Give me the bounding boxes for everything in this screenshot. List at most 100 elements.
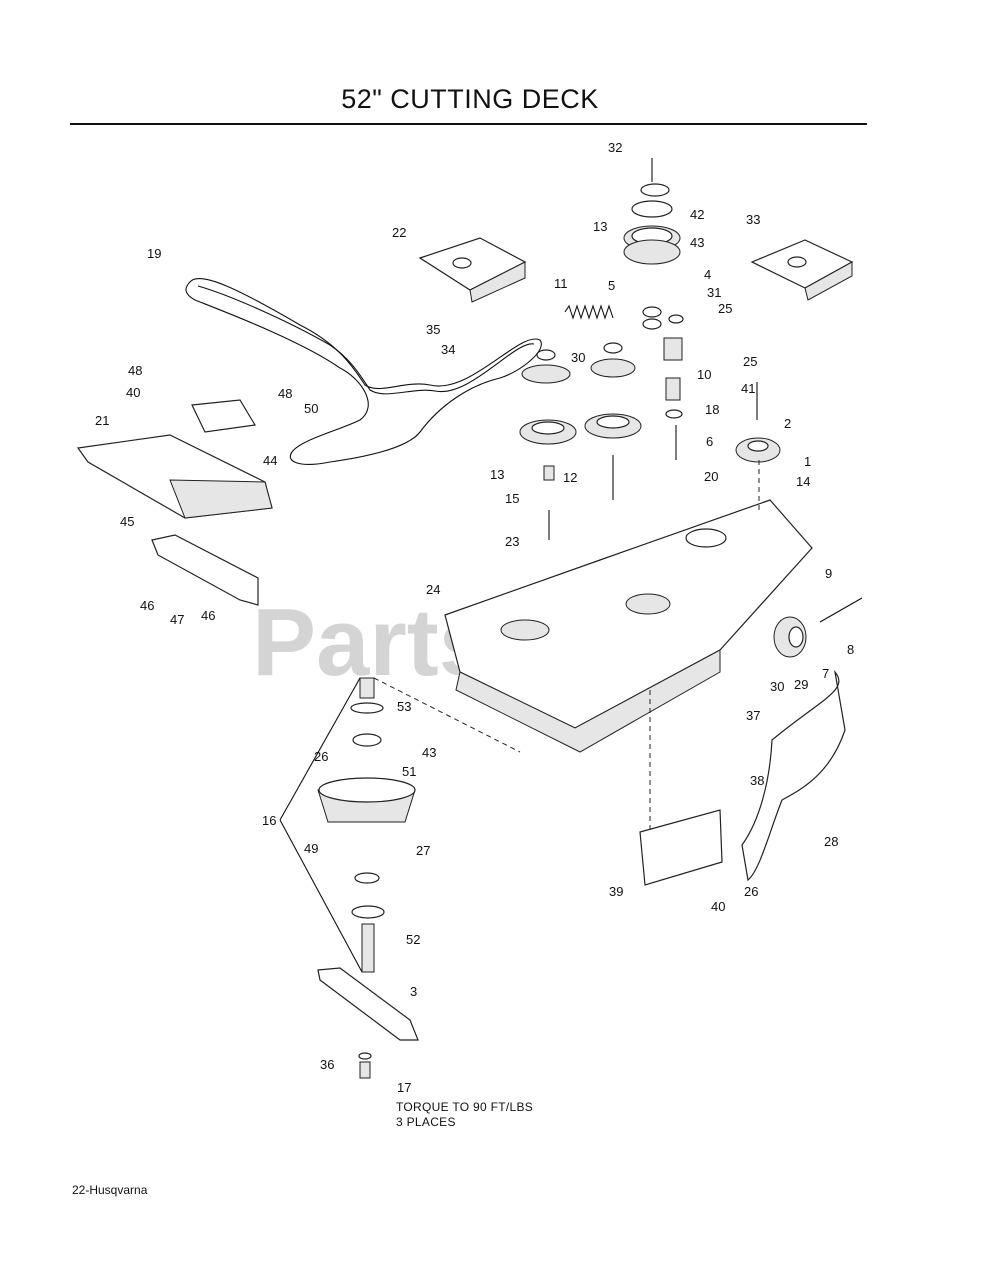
- callout-label: 19: [147, 246, 161, 261]
- callout-label: 17: [397, 1080, 411, 1095]
- bearing-lower: [354, 872, 380, 884]
- washer-52: [351, 905, 385, 919]
- callout-label: 35: [426, 322, 440, 337]
- page-footer: 22-Husqvarna: [72, 1183, 148, 1197]
- callout-label: 12: [563, 470, 577, 485]
- belt: [185, 278, 542, 465]
- bearing-51: [352, 733, 382, 747]
- bushing-15: [543, 465, 555, 481]
- callout-label: 23: [505, 534, 519, 549]
- callout-label: 46: [201, 608, 215, 623]
- spacer-5: [642, 306, 662, 318]
- torque-note: TORQUE TO 90 FT/LBS 3 PLACES: [396, 1100, 533, 1130]
- blade-3: [317, 967, 419, 1041]
- callout-label: 39: [609, 884, 623, 899]
- callout-label: 28: [824, 834, 838, 849]
- callout-label: 48: [128, 363, 142, 378]
- spring-11: [564, 304, 614, 320]
- washer-36: [358, 1052, 372, 1060]
- callout-label: 15: [505, 491, 519, 506]
- callout-label: 43: [690, 235, 704, 250]
- callout-label: 20: [704, 469, 718, 484]
- callout-label: 36: [320, 1057, 334, 1072]
- callout-label: 6: [706, 434, 713, 449]
- callout-label: 8: [847, 642, 854, 657]
- mulch-plate-39: [639, 809, 723, 886]
- callout-label: 26: [314, 749, 328, 764]
- callout-label: 26: [744, 884, 758, 899]
- callout-label: 13: [593, 219, 607, 234]
- bracket-21-face: [169, 479, 273, 519]
- belt-guard-left-side: [469, 261, 526, 303]
- callout-label: 42: [690, 207, 704, 222]
- spacer-5b: [642, 318, 662, 330]
- washer-upper-mid: [603, 342, 623, 354]
- callout-label: 45: [120, 514, 134, 529]
- belt-guard-right-side: [804, 261, 853, 301]
- callout-labels: 32 42 43 13 33 22 4 31 25 19 11 5 35 30 …: [95, 140, 854, 1095]
- belt-inner: [197, 285, 535, 395]
- callout-label: 41: [741, 381, 755, 396]
- pulley-12-hub: [596, 415, 630, 429]
- callout-label: 30: [571, 350, 585, 365]
- spindle-top-53: [359, 677, 375, 699]
- callout-label: 3: [410, 984, 417, 999]
- torque-note-line-2: 3 PLACES: [396, 1115, 456, 1129]
- callout-label: 1: [804, 454, 811, 469]
- callout-label: 30: [770, 679, 784, 694]
- washer-upper-left: [536, 349, 556, 361]
- washer-6: [665, 409, 683, 419]
- callout-label: 29: [794, 677, 808, 692]
- callout-label: 11: [554, 276, 568, 291]
- bushing-18: [665, 377, 681, 401]
- discharge-chute-37: [741, 669, 846, 882]
- callout-label: 34: [441, 342, 455, 357]
- page-title: 52" CUTTING DECK: [341, 84, 599, 114]
- callout-label: 37: [746, 708, 760, 723]
- washer-43-spindle: [350, 702, 384, 714]
- callout-label: 7: [822, 666, 829, 681]
- callout-label: 9: [825, 566, 832, 581]
- callout-label: 49: [304, 841, 318, 856]
- deck-skirt: [455, 649, 721, 753]
- callout-label: 14: [796, 474, 810, 489]
- callout-label: 47: [170, 612, 184, 627]
- callout-label: 25: [743, 354, 757, 369]
- bolt-9: [819, 597, 863, 623]
- deck-pulley-left: [500, 619, 550, 641]
- callout-label: 2: [784, 416, 791, 431]
- idler-pulley-13-lower: [623, 239, 681, 265]
- callout-label: 40: [126, 385, 140, 400]
- wheel-7-hub: [788, 626, 804, 648]
- callout-label: 53: [397, 699, 411, 714]
- callout-leader-16-b: [279, 819, 363, 973]
- callout-label: 44: [263, 453, 277, 468]
- callout-label: 43: [422, 745, 436, 760]
- callout-label: 38: [750, 773, 764, 788]
- guard-hole-left: [452, 257, 472, 269]
- callout-label: 51: [402, 764, 416, 779]
- deck-spindle-right: [685, 528, 727, 548]
- washer-43: [631, 200, 673, 218]
- callout-label: 4: [704, 267, 711, 282]
- callout-label: 27: [416, 843, 430, 858]
- spindle-housing-top: [318, 777, 416, 803]
- callout-label: 25: [718, 301, 732, 316]
- bolt-17: [359, 1061, 371, 1079]
- pulley-14-hub: [747, 440, 769, 452]
- callout-label: 32: [608, 140, 622, 155]
- callout-label: 31: [707, 285, 721, 300]
- bracket-45: [151, 534, 259, 606]
- callout-label: 13: [490, 467, 504, 482]
- washer-31: [668, 314, 684, 324]
- washer-42: [640, 183, 670, 197]
- alignment-line-1: [373, 677, 521, 753]
- idler-arm-10: [663, 337, 683, 361]
- pulley-upper-mid: [590, 358, 636, 378]
- callout-label: 50: [304, 401, 318, 416]
- callout-label: 33: [746, 212, 760, 227]
- pulley-upper-left: [521, 364, 571, 384]
- callout-label: 18: [705, 402, 719, 417]
- callout-label: 10: [697, 367, 711, 382]
- callout-label: 5: [608, 278, 615, 293]
